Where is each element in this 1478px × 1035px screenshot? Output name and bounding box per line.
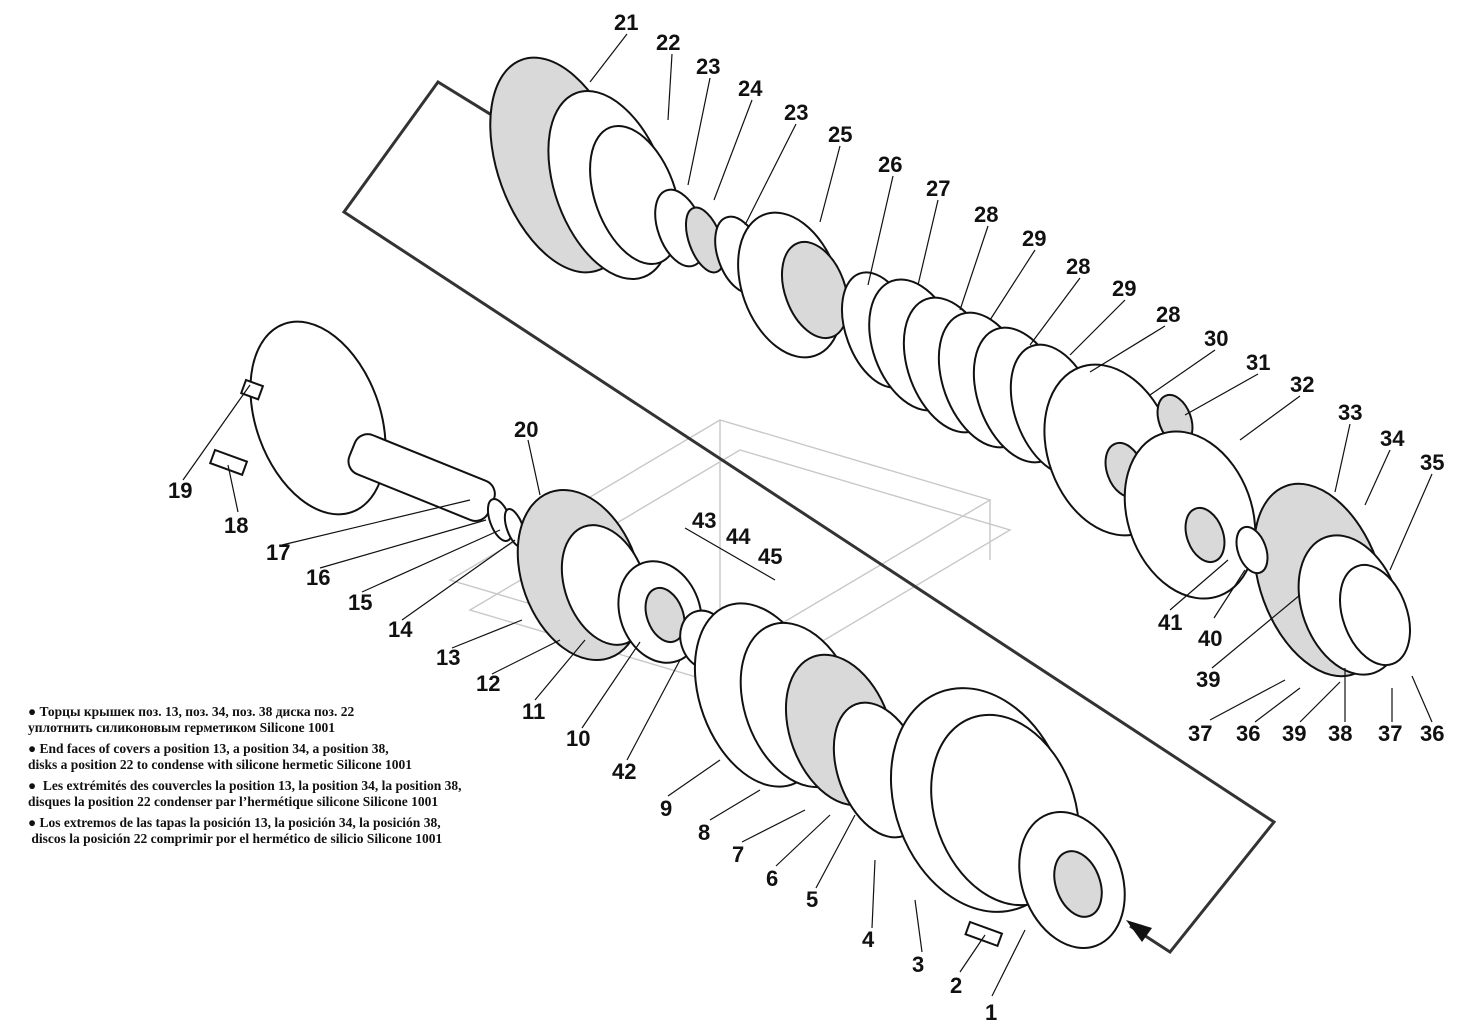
callout-3: 3 <box>912 952 924 977</box>
callout-28b: 28 <box>1066 254 1090 279</box>
callout-42: 42 <box>612 759 636 784</box>
note-english: ● End faces of covers a position 13, a p… <box>28 741 588 773</box>
callout-11: 11 <box>522 699 545 724</box>
callout-5: 5 <box>806 887 818 912</box>
callout-32: 32 <box>1290 372 1314 397</box>
part-18-19-bolts <box>208 378 265 477</box>
callout-9: 9 <box>660 796 672 821</box>
callout-28c: 28 <box>1156 302 1180 327</box>
callout-35: 35 <box>1420 450 1444 475</box>
callout-24: 24 <box>738 76 763 101</box>
note-line: disques la position 22 condenser par l’h… <box>28 794 439 809</box>
note-line: ● Les extrémités des couvercles la posit… <box>28 778 462 793</box>
note-line: ● End faces of covers a position 13, a p… <box>28 741 389 756</box>
part-17-shaft-flange <box>249 320 496 522</box>
note-line: discos la posición 22 comprimir por el h… <box>28 831 443 846</box>
note-line: ● Торцы крышек поз. 13, поз. 34, поз. 38… <box>28 704 355 719</box>
note-spanish: ● Los extremos de las tapas la posición … <box>28 815 588 847</box>
callout-36b: 36 <box>1420 721 1444 746</box>
callout-30: 30 <box>1204 326 1228 351</box>
part-25-hub <box>737 211 849 359</box>
callout-41: 41 <box>1158 610 1182 635</box>
part-1-bearing <box>1018 811 1126 949</box>
callout-6: 6 <box>766 866 778 891</box>
note-russian: ● Торцы крышек поз. 13, поз. 34, поз. 38… <box>28 704 588 736</box>
callout-37b: 37 <box>1378 721 1402 746</box>
callout-25: 25 <box>828 122 852 147</box>
callout-19: 19 <box>168 478 192 503</box>
note-line: ● Los extremos de las tapas la posición … <box>28 815 441 830</box>
callout-29b: 29 <box>1112 276 1136 301</box>
callout-17: 17 <box>266 540 290 565</box>
callout-29a: 29 <box>1022 226 1046 251</box>
callout-37a: 37 <box>1188 721 1212 746</box>
callout-8: 8 <box>698 820 710 845</box>
callout-21: 21 <box>614 10 638 35</box>
leader-lines <box>182 33 1433 997</box>
callout-13: 13 <box>436 645 460 670</box>
callout-34: 34 <box>1380 426 1405 451</box>
callout-31: 31 <box>1246 350 1270 375</box>
callout-26: 26 <box>878 152 902 177</box>
callout-labels: 1 2 3 4 5 6 7 8 9 10 11 12 13 14 15 16 1… <box>168 10 1444 1025</box>
assembly-frame-line <box>341 79 1277 954</box>
part-32-piston <box>1123 430 1257 600</box>
callout-2: 2 <box>950 973 962 998</box>
callout-43: 43 <box>692 508 716 533</box>
note-line: disks a position 22 to condense with sil… <box>28 757 413 772</box>
note-french: ● Les extrémités des couvercles la posit… <box>28 778 588 810</box>
callout-18: 18 <box>224 513 248 538</box>
callout-14: 14 <box>388 617 413 642</box>
callout-45: 45 <box>758 544 782 569</box>
note-line: уплотнить силиконовым герметиком Silicon… <box>28 720 335 735</box>
callout-1: 1 <box>985 1000 997 1025</box>
callout-27: 27 <box>926 176 950 201</box>
callout-44: 44 <box>726 524 751 549</box>
callout-28a: 28 <box>974 202 998 227</box>
sealant-notes: ● Торцы крышек поз. 13, поз. 34, поз. 38… <box>28 704 588 852</box>
part-40-41-spline <box>1235 525 1269 575</box>
part-11-12-13-cover-bearing <box>516 488 650 662</box>
callout-36a: 36 <box>1236 721 1260 746</box>
callout-16: 16 <box>306 565 330 590</box>
part-2-stud <box>964 920 1004 948</box>
callout-4: 4 <box>862 927 875 952</box>
callout-40: 40 <box>1198 626 1222 651</box>
callout-23b: 23 <box>784 100 808 125</box>
callout-23a: 23 <box>696 54 720 79</box>
callout-33: 33 <box>1338 400 1362 425</box>
callout-38: 38 <box>1328 721 1352 746</box>
part-21-housing <box>489 56 681 280</box>
part-33-34-35-cover <box>1253 482 1411 678</box>
callout-22: 22 <box>656 30 680 55</box>
callout-39b: 39 <box>1282 721 1306 746</box>
callout-7: 7 <box>732 842 744 867</box>
callout-12: 12 <box>476 671 500 696</box>
callout-15: 15 <box>348 590 372 615</box>
callout-10: 10 <box>566 726 590 751</box>
callout-20: 20 <box>514 417 538 442</box>
callout-39a: 39 <box>1196 667 1220 692</box>
arrow-head-icon <box>1126 920 1152 942</box>
